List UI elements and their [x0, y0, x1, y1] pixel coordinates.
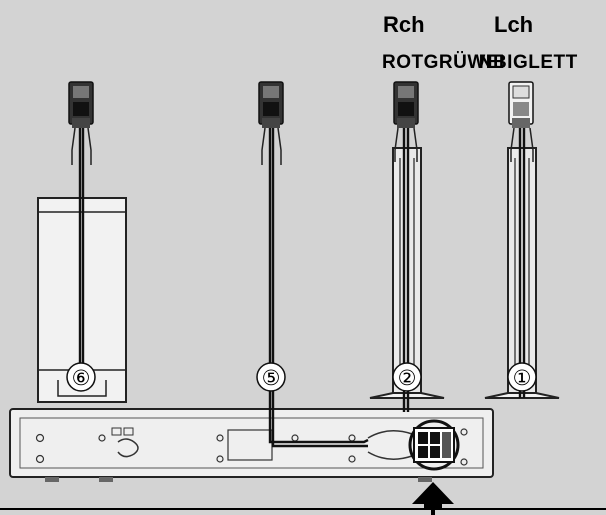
color-label-beige: NBIG	[478, 52, 529, 73]
av-receiver	[9, 408, 494, 482]
callout-6: ⑥	[66, 362, 96, 392]
speaker-front-left	[484, 147, 560, 399]
cable-sleeves	[71, 127, 534, 165]
plug-1	[508, 81, 534, 128]
callout-1-text: ①	[513, 366, 532, 390]
color-label-white: WEI	[467, 52, 505, 73]
callout-6-text: ⑥	[72, 366, 91, 390]
callout-5-text: ⑤	[262, 366, 281, 390]
callout-2: ②	[392, 362, 422, 392]
callout-1: ①	[507, 362, 537, 392]
color-label-red-green: ROTGRÜ	[382, 52, 468, 73]
color-label-violet: LETT	[528, 52, 578, 73]
right-channel-label: Rch	[383, 12, 425, 37]
callout-2-text: ②	[398, 366, 417, 390]
plug-2	[393, 81, 419, 128]
callout-5: ⑤	[256, 362, 286, 392]
plug-5	[258, 81, 284, 128]
left-channel-label: Lch	[494, 12, 534, 37]
cable-color-labels: ROTGRÜWEINBIGLETT	[382, 53, 578, 72]
speaker-cables	[78, 125, 526, 448]
plug-6	[68, 81, 94, 128]
pointer-arrow	[412, 482, 454, 509]
